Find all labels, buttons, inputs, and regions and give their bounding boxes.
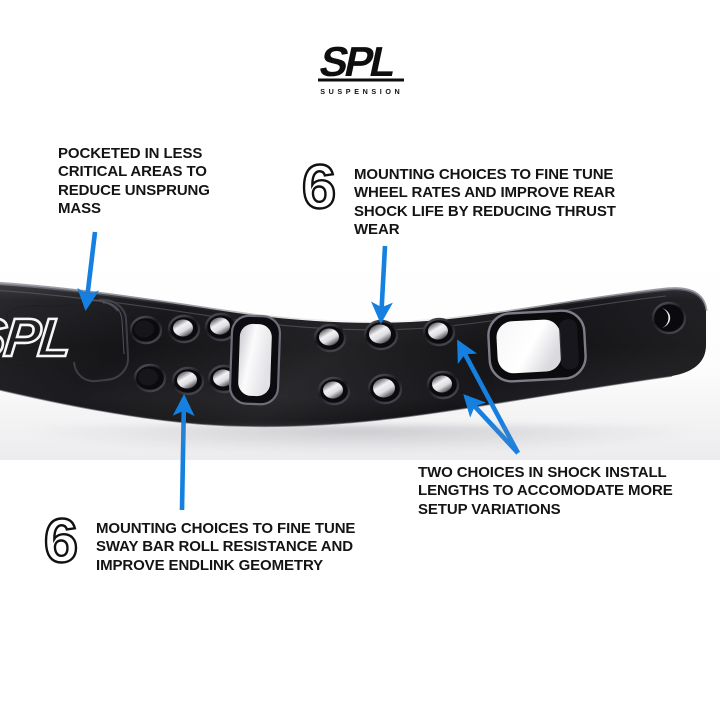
callout-sway-bar-text: MOUNTING CHOICES TO FINE TUNE SWAY BAR R… [96,520,356,574]
callout-shock-install-text: TWO CHOICES IN SHOCK INSTALL LENGTHS TO … [418,464,673,518]
callout-wheel-rates: 6 MOUNTING CHOICES TO FINE TUNE WHEEL RA… [296,156,636,239]
number-six-outline-icon: 6 [301,156,338,216]
svg-text:6: 6 [44,510,78,570]
callout-pocketed: POCKETED IN LESS CRITICAL AREAS TO REDUC… [58,145,258,218]
brand-logo: SPL SUSPENSION [300,36,420,102]
svg-text:SPL: SPL [316,38,401,84]
spl-logo-icon: SPL [316,38,404,85]
product-shadow [30,425,690,453]
brand-logo-subtitle: SUSPENSION [320,87,404,96]
callout-wheel-rates-text: MOUNTING CHOICES TO FINE TUNE WHEEL RATE… [354,166,616,238]
callout-shock-install: TWO CHOICES IN SHOCK INSTALL LENGTHS TO … [418,464,708,519]
number-six-outline-icon: 6 [43,510,80,570]
callout-pocketed-text: POCKETED IN LESS CRITICAL AREAS TO REDUC… [58,145,210,217]
callout-number-six: 6 [296,156,342,216]
callout-sway-bar: 6 MOUNTING CHOICES TO FINE TUNE SWAY BAR… [38,510,378,575]
callout-number-six: 6 [38,510,84,570]
svg-text:6: 6 [302,156,336,216]
